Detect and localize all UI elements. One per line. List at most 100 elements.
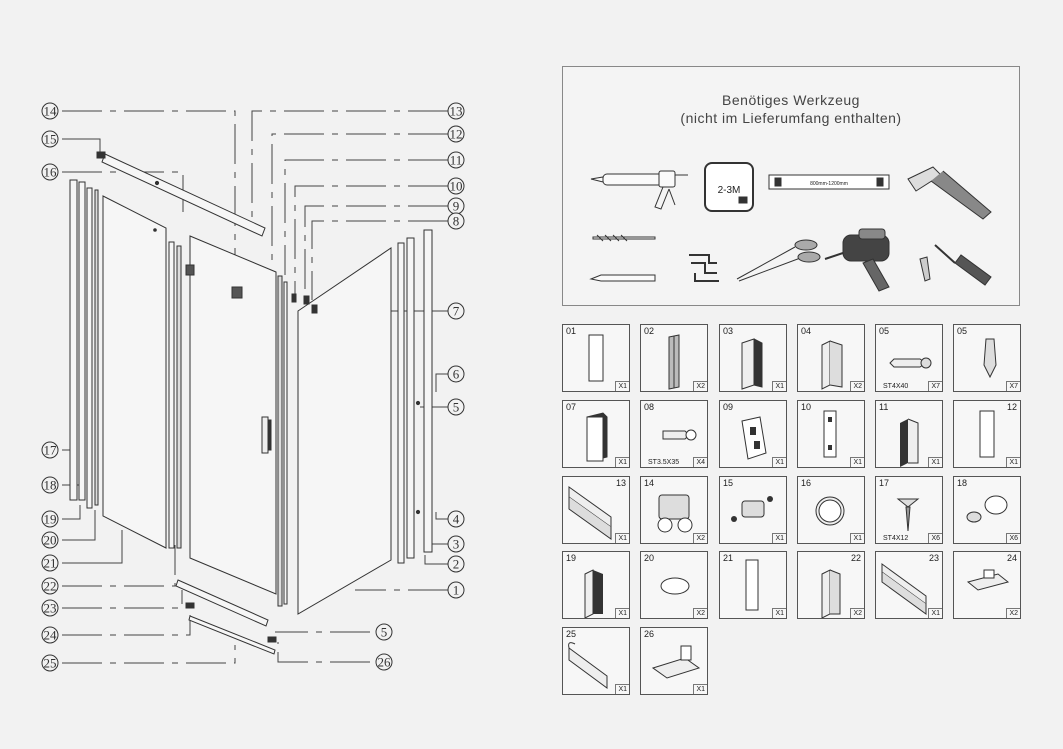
part-illustration: [668, 334, 680, 390]
part-number: 10: [801, 402, 812, 412]
part-number: 05: [879, 326, 890, 336]
part-quantity: X2: [1006, 608, 1020, 618]
part-quantity: X1: [615, 457, 629, 467]
part-number: 23: [928, 553, 939, 563]
part-illustration: [662, 429, 697, 441]
callout-number: 1: [453, 583, 460, 598]
callout-right-14: 26: [375, 653, 393, 671]
part-illustration: [815, 496, 845, 526]
part-illustration: [966, 495, 1008, 523]
callout-number: 8: [453, 214, 460, 229]
part-quantity: X1: [772, 381, 786, 391]
part-quantity: X1: [615, 608, 629, 618]
part-illustration: [745, 559, 759, 611]
tools-title-line2: (nicht im Lieferumfang enthalten): [680, 110, 902, 126]
part-illustration: [821, 340, 843, 390]
callout-number: 23: [44, 601, 57, 616]
part-number: 07: [566, 402, 577, 412]
part-number: 17: [879, 478, 890, 488]
part-quantity: X7: [928, 381, 942, 391]
callout-number: 15: [44, 132, 57, 147]
callout-right-13: 5: [375, 623, 393, 641]
part-illustration: [568, 642, 608, 689]
part-quantity: X2: [693, 381, 707, 391]
callout-number: 5: [381, 625, 388, 640]
part-code: ST4X12: [883, 535, 909, 542]
pencil-icon: [589, 274, 656, 282]
part-number: 22: [850, 553, 861, 563]
part-illustration: [889, 357, 932, 369]
callout-number: 3: [453, 537, 460, 552]
callout-left-4: 18: [41, 476, 59, 494]
part-illustration: [881, 563, 927, 615]
part-quantity: X1: [772, 457, 786, 467]
part-number: 01: [566, 326, 577, 336]
part-code: ST4X40: [883, 383, 909, 390]
callout-right-9: 4: [447, 510, 465, 528]
callout-number: 4: [453, 512, 460, 527]
part-number: 26: [644, 629, 655, 639]
part-quantity: X2: [850, 381, 864, 391]
part-code: ST3.5X35: [648, 459, 680, 466]
callout-left-1: 15: [41, 130, 59, 148]
part-quantity: X2: [850, 608, 864, 618]
part-number: 19: [566, 553, 577, 563]
caulking-gun-icon: [590, 170, 688, 210]
part-number: 15: [723, 478, 734, 488]
part-number: 25: [566, 629, 577, 639]
callout-number: 18: [44, 478, 57, 493]
tools-illustration: 2-3M 800mm-1200mm: [589, 162, 992, 292]
part-quantity: X1: [928, 608, 942, 618]
callout-number: 26: [378, 655, 392, 670]
callout-number: 22: [44, 579, 57, 594]
callout-number: 24: [44, 628, 58, 643]
part-quantity: X4: [693, 457, 707, 467]
callout-right-5: 8: [447, 212, 465, 230]
hammer-icon: [907, 166, 992, 220]
part-quantity: X1: [772, 608, 786, 618]
part-illustration: [896, 498, 920, 532]
wall-plug-icon: [919, 256, 931, 282]
part-illustration: [983, 338, 997, 379]
part-quantity: X2: [693, 608, 707, 618]
part-quantity: X1: [615, 533, 629, 543]
part-illustration: [741, 416, 767, 460]
callout-right-0: 13: [447, 102, 465, 120]
part-quantity: X1: [772, 533, 786, 543]
callout-number: 9: [453, 199, 460, 214]
callout-left-9: 23: [41, 599, 59, 617]
callout-number: 11: [450, 153, 463, 168]
hex-keys-icon: [689, 254, 719, 282]
callout-left-5: 19: [41, 510, 59, 528]
tape-measure-icon: 2-3M: [704, 162, 754, 212]
callout-number: 21: [44, 556, 57, 571]
callout-left-0: 14: [41, 102, 59, 120]
part-illustration: [651, 645, 701, 679]
part-illustration: [821, 569, 841, 618]
callout-number: 7: [453, 304, 460, 319]
callout-left-11: 25: [41, 654, 59, 672]
part-illustration: [731, 496, 773, 522]
part-illustration: [979, 410, 995, 458]
part-illustration: [584, 569, 603, 618]
part-quantity: X6: [928, 533, 942, 543]
part-illustration: [900, 418, 919, 467]
callout-number: 5: [453, 400, 460, 415]
part-number: 03: [723, 326, 734, 336]
callout-number: 19: [44, 512, 57, 527]
scissors-icon: [736, 239, 821, 282]
part-number: 09: [723, 402, 734, 412]
